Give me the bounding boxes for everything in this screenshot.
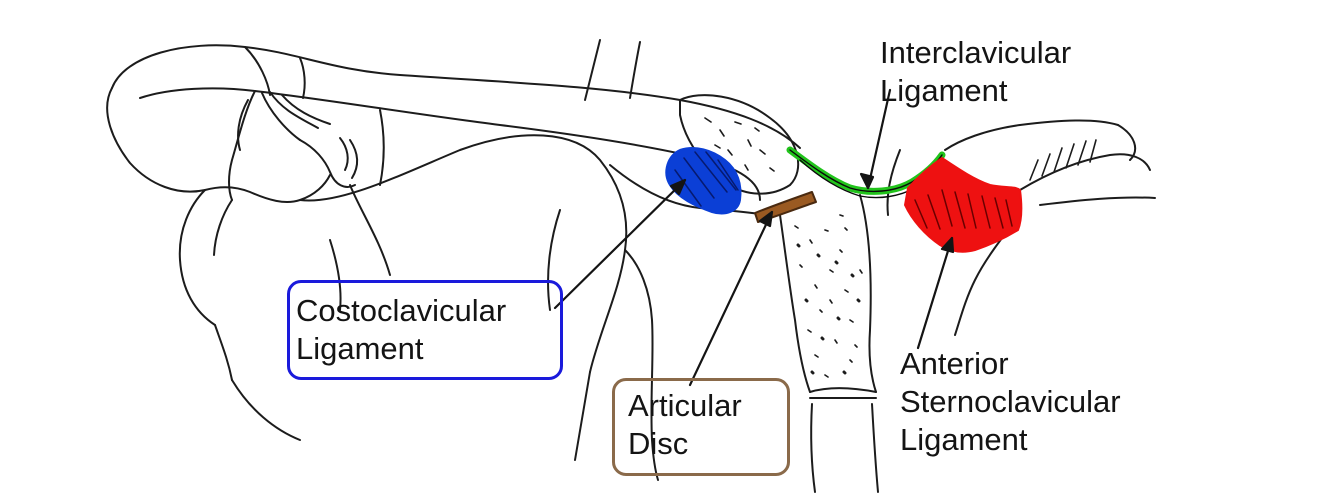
articular-disc-label: Articular Disc xyxy=(628,387,742,463)
anterior-sternoclavicular-label-line2: Sternoclavicular xyxy=(900,384,1121,419)
costoclavicular-label-line1: Costoclavicular xyxy=(296,293,507,328)
acromion-region xyxy=(178,90,358,441)
costoclavicular-label-line2: Ligament xyxy=(296,331,424,366)
costoclavicular-leader xyxy=(553,178,687,310)
leader-lines xyxy=(553,88,955,387)
manubrium xyxy=(779,194,879,493)
articular-disc-label-box xyxy=(612,378,790,476)
anterior-sternoclavicular-label: Anterior Sternoclavicular Ligament xyxy=(900,345,1121,459)
anterior-sternoclavicular-label-line1: Anterior xyxy=(900,346,1009,381)
first-rib xyxy=(299,39,761,481)
interclavicular-label-line1: Interclavicular xyxy=(880,35,1072,70)
articular-disc-label-line2: Disc xyxy=(628,426,689,461)
costoclavicular-ligament xyxy=(665,147,742,215)
costoclavicular-label: Costoclavicular Ligament xyxy=(296,292,506,368)
anterior-sternoclavicular-label-line3: Ligament xyxy=(900,422,1028,457)
anterior-sternoclavicular-leader xyxy=(916,236,954,350)
interclavicular-label-line2: Ligament xyxy=(880,73,1008,108)
articular-disc-label-line1: Articular xyxy=(628,388,742,423)
interclavicular-leader xyxy=(866,88,892,190)
costoclavicular-label-box xyxy=(287,280,563,380)
articular-disc-leader xyxy=(688,210,774,387)
anterior-sternoclavicular-ligament xyxy=(904,157,1023,253)
interclavicular-label: Interclavicular Ligament xyxy=(880,34,1071,110)
